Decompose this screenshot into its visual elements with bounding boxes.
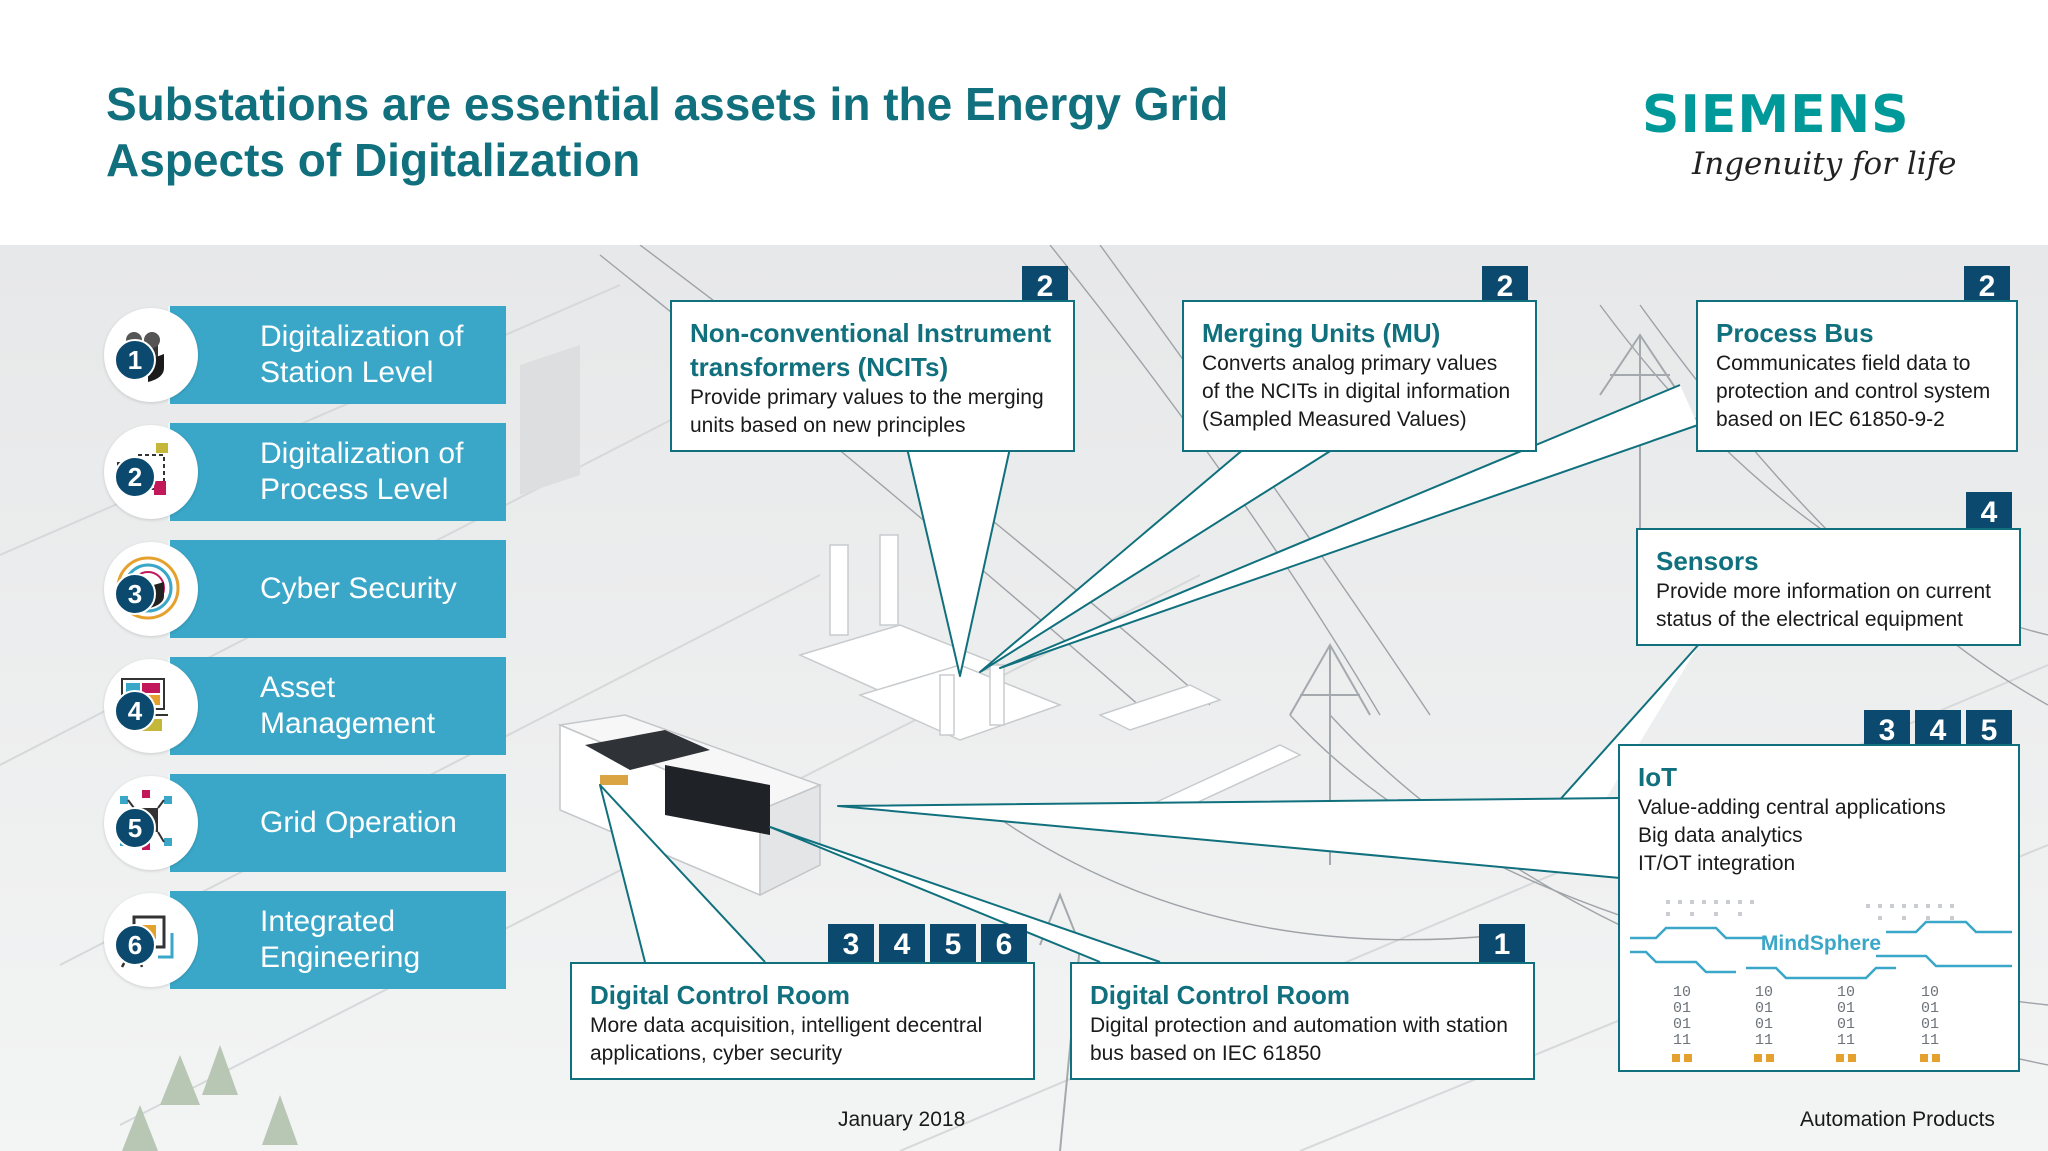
callout-title: Digital Control Room [590,980,850,1010]
callout-title: Non-conventional Instrument transformers… [690,318,1052,382]
aspect-tag: 3 [828,924,874,966]
callout-text: Converts analog primary values of the NC… [1202,352,1511,431]
asset-monitor-icon: 4 [104,659,198,753]
sensors-tags: 4 [1966,492,2012,534]
aspect-number: 4 [114,690,156,732]
svg-text:11: 11 [1673,1032,1691,1049]
callout-text: Digital protection and automation with s… [1090,1014,1508,1065]
svg-text:01: 01 [1837,1000,1855,1017]
svg-text:10: 10 [1673,984,1691,1001]
page-title: Substations are essential assets in the … [106,76,1228,188]
footer-date: January 2018 [838,1108,966,1131]
aspect-label: Grid Operation [260,806,457,839]
svg-text:10: 10 [1755,984,1773,1001]
logo-word: SIEMENS [1642,85,1910,145]
iot-line-1: Value-adding central applications [1638,796,1946,819]
siemens-logo: SIEMENS Ingenuity for life [1642,85,1957,182]
engineering-chip-icon: 6 [104,893,198,987]
aspect-item-4[interactable]: 4 Asset Management [104,657,506,755]
control-room-a-tags: 3 4 5 6 [828,924,1027,966]
dot-matrix [1666,900,1954,920]
aspect-number: 2 [114,456,156,498]
iot-line-3: IT/OT integration [1638,852,1796,875]
callout-title: Sensors [1656,546,1759,576]
aspect-label: Cyber Security [260,572,457,605]
aspect-tag: 6 [981,924,1027,966]
aspect-label: Digitalization of Process Level [260,437,464,506]
cyber-shield-icon: 3 [104,542,198,636]
lock-icons [1672,1054,1940,1062]
switchgear-modules [797,534,1302,816]
callout-text: Provide more information on current stat… [1656,580,1991,631]
aspect-label: Integrated Engineering [260,905,421,974]
aspect-label: Asset Management [260,671,436,740]
aspect-item-5[interactable]: 5 Grid Operation [104,774,506,872]
svg-text:10: 10 [1837,984,1855,1001]
svg-text:01: 01 [1921,1000,1939,1017]
title-line-1: Substations are essential assets in the … [106,78,1229,130]
svg-text:01: 01 [1837,1016,1855,1033]
control-room-b-callout: Digital Control Room Digital protection … [1070,962,1535,1080]
control-room-a-callout: Digital Control Room More data acquisiti… [570,962,1035,1080]
svg-text:11: 11 [1837,1032,1855,1049]
svg-text:01: 01 [1755,1000,1773,1017]
aspect-tag: 4 [879,924,925,966]
substation-shield-icon: 1 [104,308,198,402]
back-building [520,345,580,495]
aspect-item-6[interactable]: 6 Integrated Engineering [104,891,506,989]
aspect-number: 3 [114,573,156,615]
ncit-callout: Non-conventional Instrument transformers… [670,300,1075,452]
circuit-paths [1630,920,2012,980]
svg-text:11: 11 [1755,1032,1773,1049]
svg-text:01: 01 [1755,1016,1773,1033]
title-line-2: Aspects of Digitalization [106,134,641,186]
sensors-callout: Sensors Provide more information on curr… [1636,528,2021,646]
callout-title: Digital Control Room [1090,980,1350,1010]
process-bus-callout: Process Bus Communicates field data to p… [1696,300,2018,452]
aspect-item-2[interactable]: 2 Digitalization of Process Level [104,423,506,521]
iot-line-2: Big data analytics [1638,824,1803,847]
process-devices-icon: 2 [104,425,198,519]
svg-text:11: 11 [1921,1032,1939,1049]
header: Substations are essential assets in the … [0,0,2048,245]
aspect-label: Digitalization of Station Level [260,320,464,389]
control-room-b-tags: 1 [1479,924,1525,966]
aspect-number: 5 [114,807,156,849]
callout-text: More data acquisition, intelligent decen… [590,1014,983,1065]
aspect-item-3[interactable]: 3 Cyber Security [104,540,506,638]
footer-department: Automation Products [1800,1108,1995,1131]
logo-tagline: Ingenuity for life [1691,146,1957,182]
svg-text:01: 01 [1921,1016,1939,1033]
aspect-tag: 1 [1479,924,1525,966]
aspect-tag: 4 [1966,492,2012,534]
callout-title: IoT [1638,762,1677,792]
callout-text: Provide primary values to the merging un… [690,386,1044,437]
aspect-item-1[interactable]: 1 Digitalization of Station Level [104,306,506,404]
svg-text:10: 10 [1921,984,1939,1001]
svg-text:01: 01 [1673,1016,1691,1033]
aspect-number: 1 [114,339,156,381]
aspect-number: 6 [114,924,156,966]
callout-title: Process Bus [1716,318,1874,348]
mindsphere-label: MindSphere [1761,932,1881,955]
grid-network-icon: 5 [104,776,198,870]
callout-title: Merging Units (MU) [1202,318,1441,348]
trees [122,1045,298,1151]
merging-units-callout: Merging Units (MU) Converts analog prima… [1182,300,1537,452]
aspect-tag: 5 [930,924,976,966]
callout-text: Communicates field data to protection an… [1716,352,1991,431]
svg-text:01: 01 [1673,1000,1691,1017]
